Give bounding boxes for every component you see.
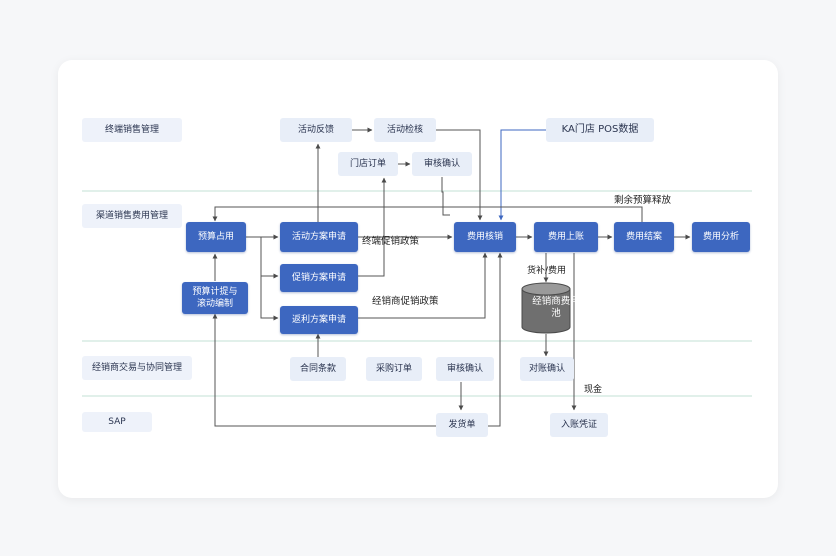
annotation-dealer-policy: 经销商促销政策 <box>372 296 439 307</box>
node-delivery-note: 发货单 <box>436 413 488 437</box>
node-ka-pos-data: KA门店 POS数据 <box>546 118 654 142</box>
node-review-confirm-bottom: 审核确认 <box>436 357 494 381</box>
dealer-pool-cylinder <box>521 282 571 334</box>
node-promo-plan: 促销方案申请 <box>280 264 358 292</box>
annotation-terminal-policy: 终端促销政策 <box>362 236 420 247</box>
node-activity-feedback: 活动反馈 <box>280 118 352 142</box>
annotation-goods-fee: 货补/费用 <box>527 266 567 276</box>
node-budget-occupy: 预算占用 <box>186 222 246 252</box>
lane-terminal-sales: 终端销售管理 <box>82 118 182 142</box>
annotation-cash: 现金 <box>584 385 603 395</box>
node-budget-accrual: 预算计提与滚动编制 <box>182 282 248 314</box>
node-fee-verify: 费用核销 <box>454 222 516 252</box>
node-contract-terms: 合同条款 <box>290 357 346 381</box>
node-entry-voucher: 入账凭证 <box>550 413 608 437</box>
node-store-order: 门店订单 <box>338 152 398 176</box>
lane-channel-expense: 渠道销售费用管理 <box>82 204 182 228</box>
node-reconcile-confirm: 对账确认 <box>520 357 574 381</box>
connectors <box>212 127 691 427</box>
lane-dealer-trade: 经销商交易与协同管理 <box>82 356 192 380</box>
node-activity-check: 活动检核 <box>374 118 436 142</box>
node-fee-analysis: 费用分析 <box>692 222 750 252</box>
node-fee-close: 费用结案 <box>614 222 674 252</box>
node-activity-plan: 活动方案申请 <box>280 222 358 252</box>
node-fee-account: 费用上账 <box>534 222 598 252</box>
lane-sap: SAP <box>82 412 152 432</box>
node-rebate-plan: 返利方案申请 <box>280 306 358 334</box>
node-purchase-order: 采购订单 <box>366 357 422 381</box>
annotation-remaining-budget: 剩余预算释放 <box>614 195 672 206</box>
node-review-confirm-top: 审核确认 <box>412 152 472 176</box>
node-dealer-pool: 经销商费用池 <box>532 296 580 319</box>
lane-separators <box>82 190 752 397</box>
